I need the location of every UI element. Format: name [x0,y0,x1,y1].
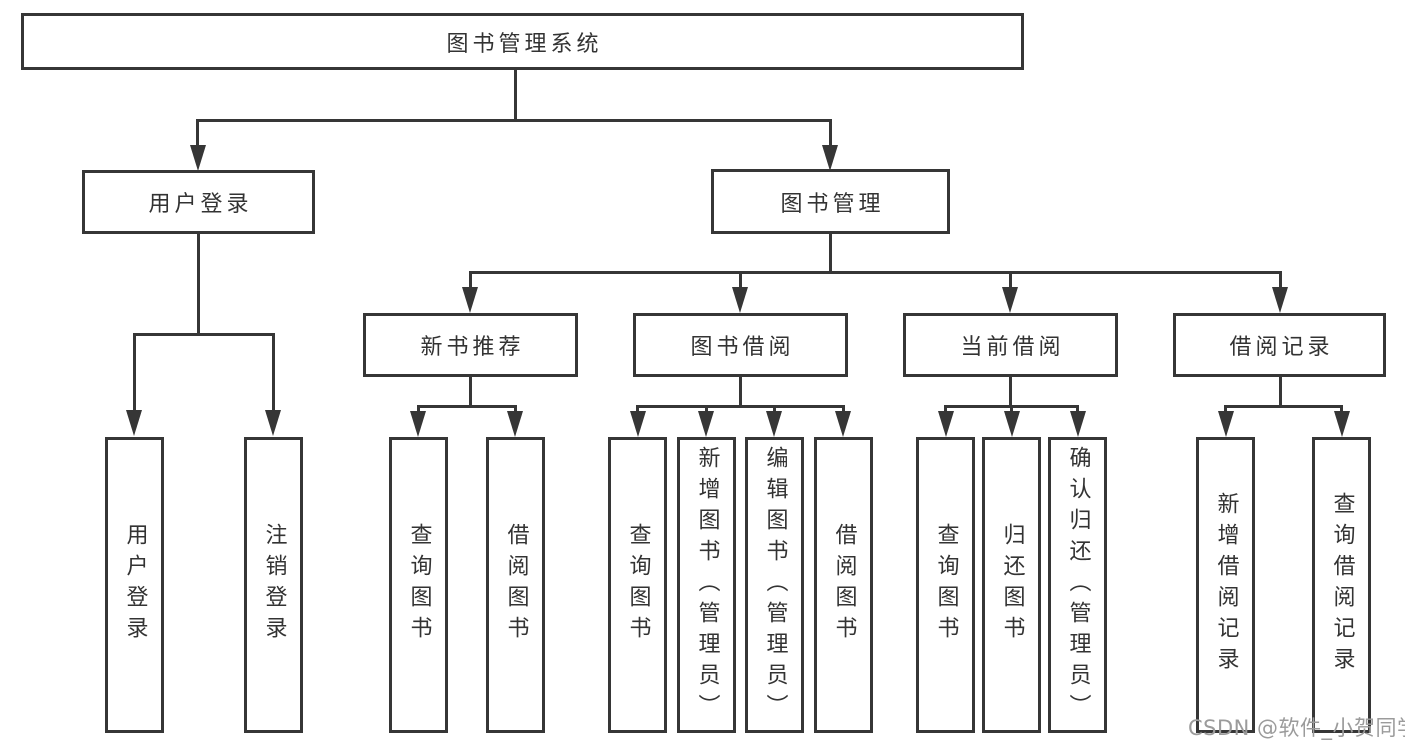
connector-book-borrowing-split [636,405,845,408]
node-library-management-system: 图书管理系统 [21,13,1024,70]
arrow-down-icon [1004,411,1020,437]
arrow-down-icon [732,287,748,313]
connector-to-current-borrowing [1009,271,1012,288]
node-new-book-recommendation: 新书推荐 [363,313,578,377]
connector-new-book-split [417,405,517,408]
leaf-add-borrow-record: 新增借阅记录 [1196,437,1255,733]
node-book-management: 图书管理 [711,169,950,234]
connector-leaf [944,405,947,413]
arrow-down-icon [1218,411,1234,437]
connector-leaf [1010,405,1013,413]
arrow-down-icon [265,410,281,436]
leaf-user-login: 用户登录 [105,437,164,733]
connector-new-book-stem [469,377,472,407]
arrow-down-icon [822,145,838,171]
arrow-down-icon [766,411,782,437]
node-user-login: 用户登录 [82,170,315,234]
arrow-down-icon [1002,287,1018,313]
leaf-edit-books-admin: 编辑图书（管理员） [745,437,804,733]
connector-leaf [773,405,776,413]
connector-leaf [1224,405,1227,413]
watermark: CSDN @软件_小贺同学 [1188,716,1405,740]
arrow-down-icon [507,411,523,437]
arrow-down-icon [190,145,206,171]
connector-leaf [514,405,517,413]
leaf-query-borrow-record: 查询借阅记录 [1312,437,1371,733]
arrow-down-icon [1070,411,1086,437]
leaf-return-books: 归还图书 [982,437,1041,733]
arrow-down-icon [835,411,851,437]
connector-to-borrowing-records [1279,271,1282,288]
connector-leaf [1076,405,1079,413]
connector-leaf [417,405,420,413]
connector-to-leaf-logout [272,333,275,411]
arrow-down-icon [1272,287,1288,313]
arrow-down-icon [630,411,646,437]
arrow-down-icon [698,411,714,437]
leaf-query-books-borrowing: 查询图书 [608,437,667,733]
connector-user-login-split [133,333,275,336]
connector-to-book-borrowing [739,271,742,288]
arrow-down-icon [938,411,954,437]
connector-to-leaf-user-login [133,333,136,411]
connector-borrowing-records-split [1224,405,1343,408]
arrow-down-icon [126,410,142,436]
leaf-add-books-admin: 新增图书（管理员） [677,437,736,733]
connector-root-split [196,119,832,122]
connector-current-borrowing-stem [1009,377,1012,407]
connector-to-user-login [196,119,199,146]
node-current-borrowing: 当前借阅 [903,313,1118,377]
connector-leaf [1340,405,1343,413]
connector-leaf [842,405,845,413]
connector-book-management-split [469,271,1282,274]
leaf-borrow-books-borrowing: 借阅图书 [814,437,873,733]
connector-book-management-stem [829,234,832,273]
arrow-down-icon [410,411,426,437]
connector-leaf [636,405,639,413]
connector-root-stem [514,70,517,121]
arrow-down-icon [462,287,478,313]
leaf-confirm-return-admin: 确认归还（管理员） [1048,437,1107,733]
arrow-down-icon [1334,411,1350,437]
leaf-borrow-books-recommend: 借阅图书 [486,437,545,733]
node-borrowing-records: 借阅记录 [1173,313,1386,377]
connector-book-borrowing-stem [739,377,742,407]
leaf-query-books-recommend: 查询图书 [389,437,448,733]
connector-to-new-book [469,271,472,288]
connector-user-login-stem [197,234,200,335]
leaf-query-books-current: 查询图书 [916,437,975,733]
leaf-logout: 注销登录 [244,437,303,733]
connector-leaf [705,405,708,413]
connector-to-book-management [829,119,832,146]
connector-borrowing-records-stem [1279,377,1282,407]
node-book-borrowing: 图书借阅 [633,313,848,377]
